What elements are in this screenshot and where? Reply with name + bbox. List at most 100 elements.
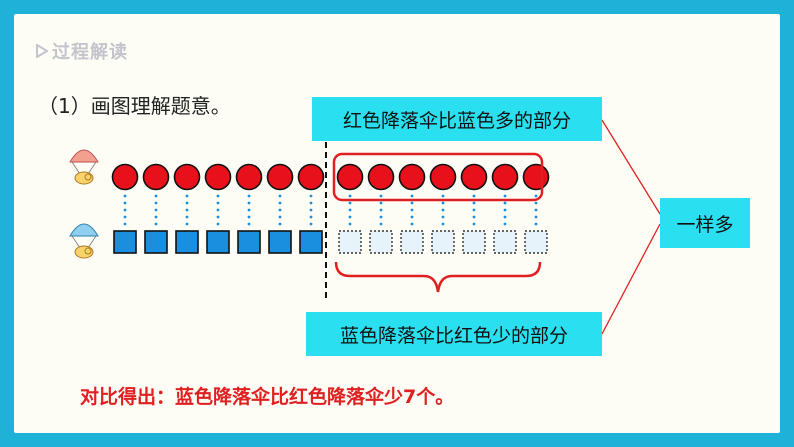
connector-dot (410, 215, 414, 219)
blue-square (144, 230, 168, 254)
connector-dot (278, 215, 282, 219)
connector-dot (441, 215, 445, 219)
connector-dot (309, 194, 313, 198)
red-circle (429, 163, 457, 191)
connector-dot (216, 194, 220, 198)
dashed-square (369, 230, 393, 254)
connector-dot (379, 208, 383, 212)
connector-dot (247, 194, 251, 198)
red-circle (142, 163, 170, 191)
connector-dot (379, 201, 383, 205)
slide-content: 过程解读 （1）画图理解题意。 (14, 14, 780, 433)
connector-dot (534, 208, 538, 212)
connector-dot (348, 215, 352, 219)
dashed-square (493, 230, 517, 254)
connector-dot (154, 222, 158, 226)
connector-dot (503, 194, 507, 198)
connector-dot (503, 201, 507, 205)
connector-line-lower (601, 223, 661, 335)
connector-dot (472, 222, 476, 226)
connector-dot (247, 215, 251, 219)
connector-dot (441, 208, 445, 212)
connector-dot (410, 201, 414, 205)
connector-dot (441, 201, 445, 205)
connector-dot (472, 201, 476, 205)
connector-dot (154, 194, 158, 198)
connector-dot (441, 194, 445, 198)
red-circle (367, 163, 395, 191)
parachute-snail-icon-top (69, 149, 99, 185)
blue-missing-curly-brace (334, 261, 542, 293)
connector-dot (247, 222, 251, 226)
connector-dot (348, 201, 352, 205)
red-circle (297, 163, 325, 191)
dashed-square (462, 230, 486, 254)
connector-dot (503, 215, 507, 219)
connector-dot (216, 215, 220, 219)
red-extra-bracket-box (332, 152, 544, 202)
connector-dot (503, 208, 507, 212)
blue-square (299, 230, 323, 254)
connector-dot (503, 222, 507, 226)
connector-dot (154, 208, 158, 212)
connector-dot (309, 215, 313, 219)
connector-dot (278, 194, 282, 198)
connector-dot (348, 208, 352, 212)
red-circle (398, 163, 426, 191)
connector-dot (216, 201, 220, 205)
play-triangle-icon (36, 44, 48, 58)
section-tag: 过程解读 (36, 38, 128, 64)
blue-square (268, 230, 292, 254)
connector-dot (534, 194, 538, 198)
dashed-square (338, 230, 362, 254)
red-circle (235, 163, 263, 191)
connector-dot (472, 194, 476, 198)
red-circle (460, 163, 488, 191)
red-circle (522, 163, 550, 191)
connector-dot (379, 215, 383, 219)
connector-dot (185, 215, 189, 219)
connector-dot (216, 208, 220, 212)
connector-dot (410, 194, 414, 198)
connector-dot (247, 201, 251, 205)
connector-dot (123, 222, 127, 226)
dashed-square (400, 230, 424, 254)
comparison-diagram (69, 119, 661, 335)
connector-dot (348, 194, 352, 198)
connector-line-upper (601, 119, 661, 215)
connector-dot (278, 201, 282, 205)
connector-dot (534, 222, 538, 226)
red-circle (266, 163, 294, 191)
connector-dot (185, 208, 189, 212)
connector-dot (154, 215, 158, 219)
red-circle-row (111, 163, 550, 191)
connector-dot (185, 201, 189, 205)
label-blue-less: 蓝色降落伞比红色少的部分 (306, 312, 602, 356)
connector-dot (123, 208, 127, 212)
connector-dot (379, 194, 383, 198)
connector-dot (410, 222, 414, 226)
blue-square (206, 230, 230, 254)
connector-dot (278, 208, 282, 212)
connector-dot (154, 201, 158, 205)
connector-dot (472, 208, 476, 212)
dotted-connectors (123, 194, 538, 226)
dashed-square (524, 230, 548, 254)
connector-dot (348, 222, 352, 226)
section-tag-text: 过程解读 (52, 42, 128, 63)
blue-square (237, 230, 261, 254)
dashed-square (431, 230, 455, 254)
connector-dot (278, 222, 282, 226)
connector-dot (123, 215, 127, 219)
connector-dot (410, 208, 414, 212)
connector-dot (123, 194, 127, 198)
blue-square (113, 230, 137, 254)
parachute-snail-icon-bottom (69, 223, 99, 259)
conclusion-text: 对比得出：蓝色降落伞比红色降落伞少7个。 (80, 386, 455, 408)
blue-square (175, 230, 199, 254)
connector-dot (185, 222, 189, 226)
connector-dot (309, 208, 313, 212)
red-circle (336, 163, 364, 191)
subtitle: （1）画图理解题意。 (38, 94, 231, 118)
